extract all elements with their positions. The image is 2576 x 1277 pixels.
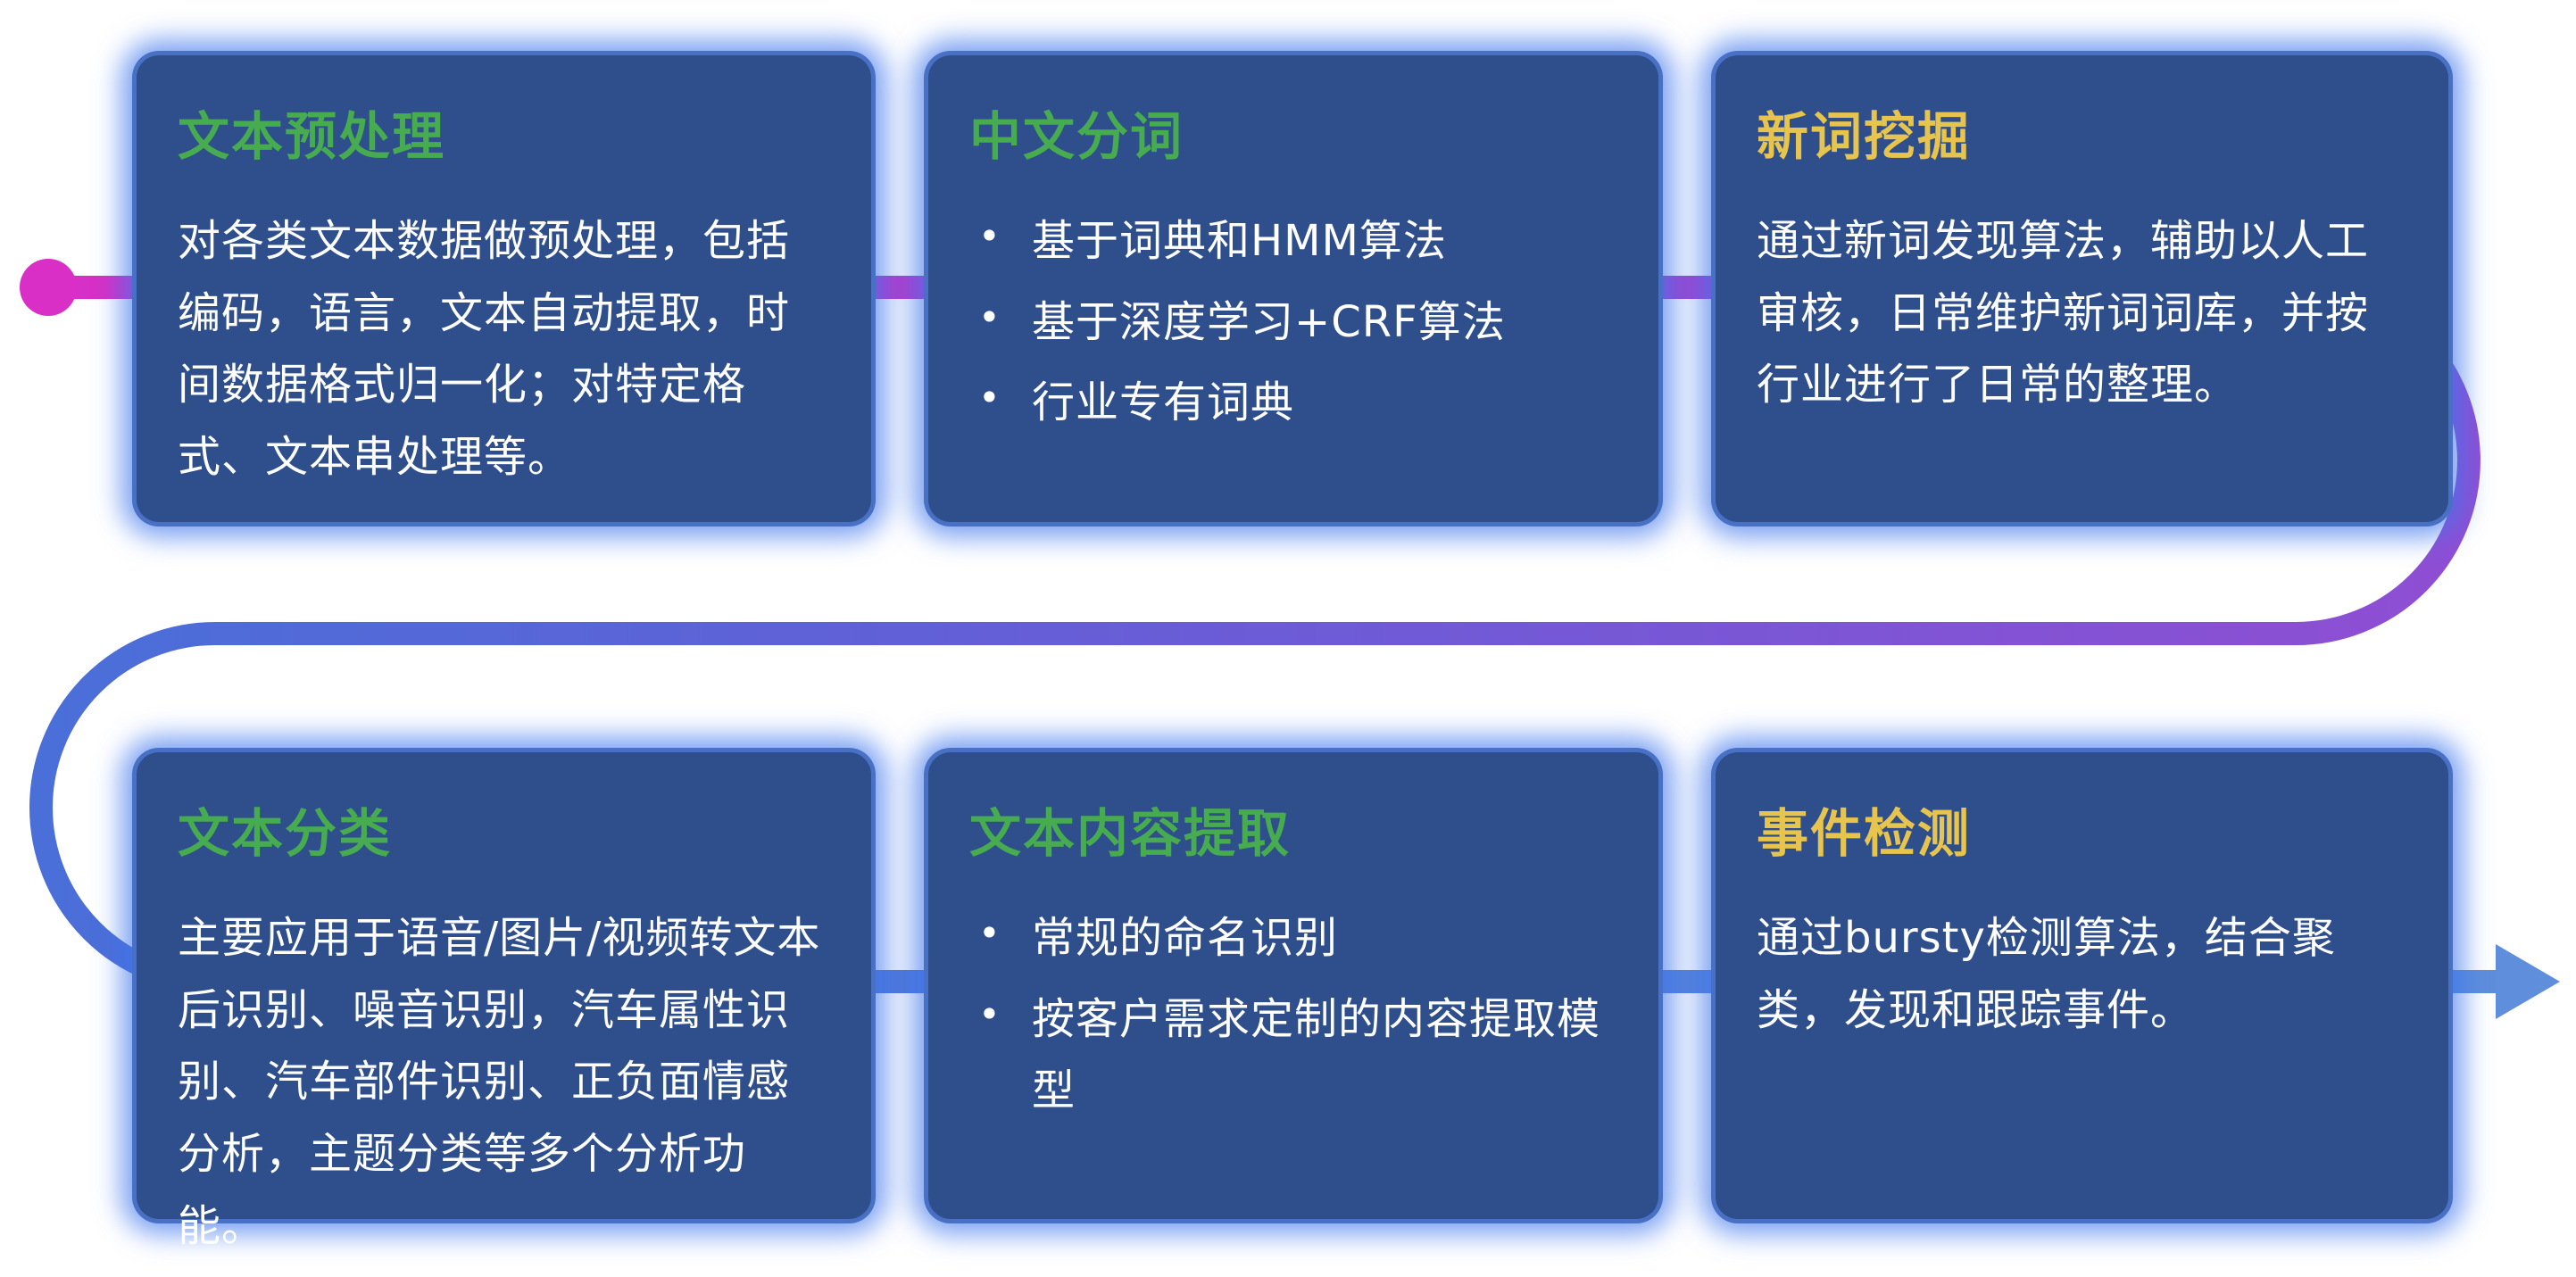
bullet-item: 基于深度学习+CRF算法 [969,286,1617,359]
card-title: 文本内容提取 [969,803,1292,864]
flow-start-dot-icon [20,259,77,316]
card-title: 新词挖掘 [1757,106,1972,167]
card-bullet-list: 基于词典和HMM算法 基于深度学习+CRF算法 行业专有词典 [969,205,1617,439]
bullet-item: 基于词典和HMM算法 [969,205,1617,278]
card-text-content-extraction: 文本内容提取 常规的命名识别 按客户需求定制的内容提取模型 [924,748,1663,1223]
bullet-item: 按客户需求定制的内容提取模型 [969,983,1617,1127]
card-title: 中文分词 [969,106,1184,167]
bullet-item: 行业专有词典 [969,367,1617,439]
bullet-item: 常规的命名识别 [969,902,1617,974]
card-title: 事件检测 [1757,803,1972,864]
flow-end-arrow-icon [2496,944,2560,1019]
card-event-detection: 事件检测 通过bursty检测算法，结合聚类，发现和跟踪事件。 [1711,748,2453,1223]
card-chinese-word-segmentation: 中文分词 基于词典和HMM算法 基于深度学习+CRF算法 行业专有词典 [924,51,1663,527]
card-body: 通过新词发现算法，辅助以人工审核，日常维护新词词库，并按行业进行了日常的整理。 [1757,216,2370,410]
card-title: 文本分类 [178,803,393,864]
card-new-word-mining: 新词挖掘 通过新词发现算法，辅助以人工审核，日常维护新词词库，并按行业进行了日常… [1711,51,2453,527]
card-text-preprocessing: 文本预处理 对各类文本数据做预处理，包括编码，语言，文本自动提取，时间数据格式归… [132,51,876,527]
card-text-classification: 文本分类 主要应用于语音/图片/视频转文本后识别、噪音识别，汽车属性识别、汽车部… [132,748,876,1251]
card-body: 对各类文本数据做预处理，包括编码，语言，文本自动提取，时间数据格式归一化；对特定… [178,216,791,482]
card-body: 主要应用于语音/图片/视频转文本后识别、噪音识别，汽车属性识别、汽车部件识别、正… [178,913,821,1251]
card-title: 文本预处理 [178,106,446,167]
card-body: 通过bursty检测算法，结合聚类，发现和跟踪事件。 [1757,913,2336,1035]
card-bullet-list: 常规的命名识别 按客户需求定制的内容提取模型 [969,902,1617,1127]
